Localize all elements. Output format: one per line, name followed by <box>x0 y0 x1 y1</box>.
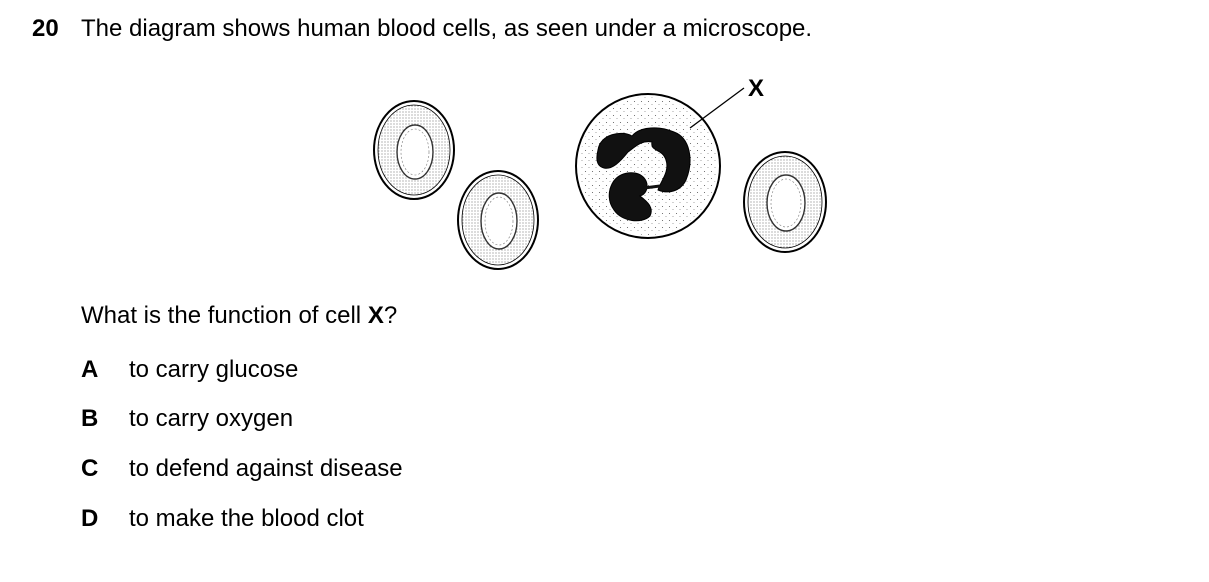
blood-cells-diagram: X <box>373 75 827 270</box>
option-d-text: to make the blood clot <box>129 505 364 532</box>
question-stem: The diagram shows human blood cells, as … <box>81 15 813 42</box>
option-b-letter: B <box>81 405 99 432</box>
red-blood-cell-2 <box>457 170 539 270</box>
white-blood-cell <box>575 93 721 239</box>
question-prompt: What is the function of cell X? <box>81 301 397 331</box>
option-c-text: to defend against disease <box>129 455 403 482</box>
prompt-end: ? <box>383 302 398 329</box>
option-a-text: to carry glucose <box>129 356 299 383</box>
lobed-nucleus <box>596 127 691 222</box>
question-number: 20 <box>32 15 59 42</box>
cell-x-label: X <box>748 75 764 102</box>
option-b-text: to carry oxygen <box>129 405 294 432</box>
prompt-text: What is the function of cell <box>81 302 368 329</box>
option-c-letter: C <box>81 455 99 482</box>
option-d-letter: D <box>81 505 99 532</box>
label-line <box>689 87 745 129</box>
option-a-letter: A <box>81 356 99 383</box>
red-blood-cell-3 <box>743 151 827 253</box>
red-blood-cell-1 <box>373 100 455 200</box>
prompt-cell-x: X <box>367 302 384 329</box>
